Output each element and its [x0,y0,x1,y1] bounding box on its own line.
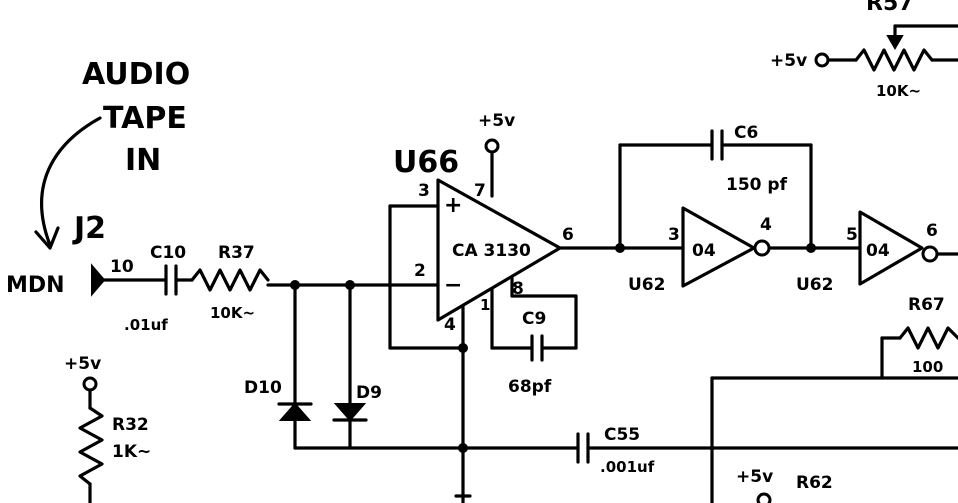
inverter2-part: 04 [866,241,890,261]
input-network: C10 .01uf R37 10K~ [102,243,440,334]
r62-supply: +5v [736,467,773,487]
r67-resistor-group: R67 100 [710,295,958,503]
d9-diode [333,403,367,422]
u66-pin3: 3 [418,181,430,201]
inverter1-part: 04 [692,241,716,261]
inverter2-out-pin: 6 [926,221,938,241]
r37-resistor [190,268,270,292]
c9-name: C9 [522,309,546,329]
inverter2-name: U62 [796,275,833,295]
r32-resistor [78,406,104,486]
r32-supply: +5v [64,354,101,374]
tape-label: TAPE [103,101,187,136]
u66-pin2: 2 [414,261,426,281]
pot-resistor [854,48,934,72]
c6-value: 150 pf [726,175,788,195]
audio-label: AUDIO [82,57,190,92]
r57-potentiometer: R57 +5v 10K~ [770,0,958,100]
j2-pin-symbol [91,263,106,297]
inverter2-triangle [858,210,924,286]
c55-capacitor: C55 .001uf [576,425,958,476]
u66-pin4: 4 [444,315,456,335]
r67-name: R67 [908,295,945,315]
c10-value: .01uf [124,316,168,334]
mdn-label: MDN [6,273,65,298]
r62-group: +5v R62 [454,467,833,503]
u66-opamp: U66 CA 3130 + − 3 2 +5v 7 4 1 8 6 [388,111,685,503]
r67-resistor [898,326,958,350]
d9-label: D9 [356,383,382,403]
u66-plus: + [444,193,462,218]
pot-wiper-arrow [886,35,904,50]
junctions [290,280,468,453]
c6-name: C6 [734,123,758,143]
r32-pullup: +5v R32 1K~ [64,354,151,503]
u66-supply: +5v [478,111,515,131]
r32-name: R32 [112,415,149,435]
c55-value: .001uf [600,458,655,476]
r57-name: R57 [866,0,914,16]
u66-pin7: 7 [474,181,486,201]
inverter1-out-pin: 4 [760,215,772,235]
u66-part: CA 3130 [452,241,531,261]
audio-tape-in-annotation: AUDIO TAPE IN [34,57,190,250]
annotation-arrow [40,116,102,247]
u66-name: U66 [393,145,459,180]
j2-connector: J2 MDN 10 [6,211,134,298]
d10-label: D10 [244,378,282,398]
u66-triangle [436,178,562,322]
c9-value: 68pf [508,377,552,397]
j2-label: J2 [72,211,106,246]
r37-value: 10K~ [210,304,255,322]
c10-name: C10 [150,243,186,263]
pot-value: 10K~ [876,82,921,100]
j2-pin-number: 10 [110,257,134,277]
c55-name: C55 [604,425,640,445]
r37-name: R37 [218,243,255,263]
u66-pin8: 8 [512,279,524,299]
annotation-arrowhead [34,226,60,250]
u62-inverter-1: 04 3 4 U62 [628,206,862,295]
inverter1-triangle [681,206,756,288]
c9-compensation: C9 68pf [490,294,578,397]
u66-minus: − [444,273,462,298]
inverter1-in-pin: 3 [668,225,680,245]
inverter2-in-pin: 5 [846,225,858,245]
clamp-diodes: D10 D9 [244,283,580,450]
r62-name: R62 [796,473,833,493]
d10-diode [278,402,312,421]
u66-pin1: 1 [480,296,490,314]
r67-value: 100 [912,358,943,376]
r32-value: 1K~ [112,442,151,462]
c6-feedback: C6 150 pf [615,123,816,253]
in-label: IN [125,143,161,178]
u62-inverter-2: 04 5 6 U62 [796,210,958,295]
u66-pin6: 6 [562,225,574,245]
pot-supply: +5v [770,51,807,71]
inverter1-name: U62 [628,275,665,295]
